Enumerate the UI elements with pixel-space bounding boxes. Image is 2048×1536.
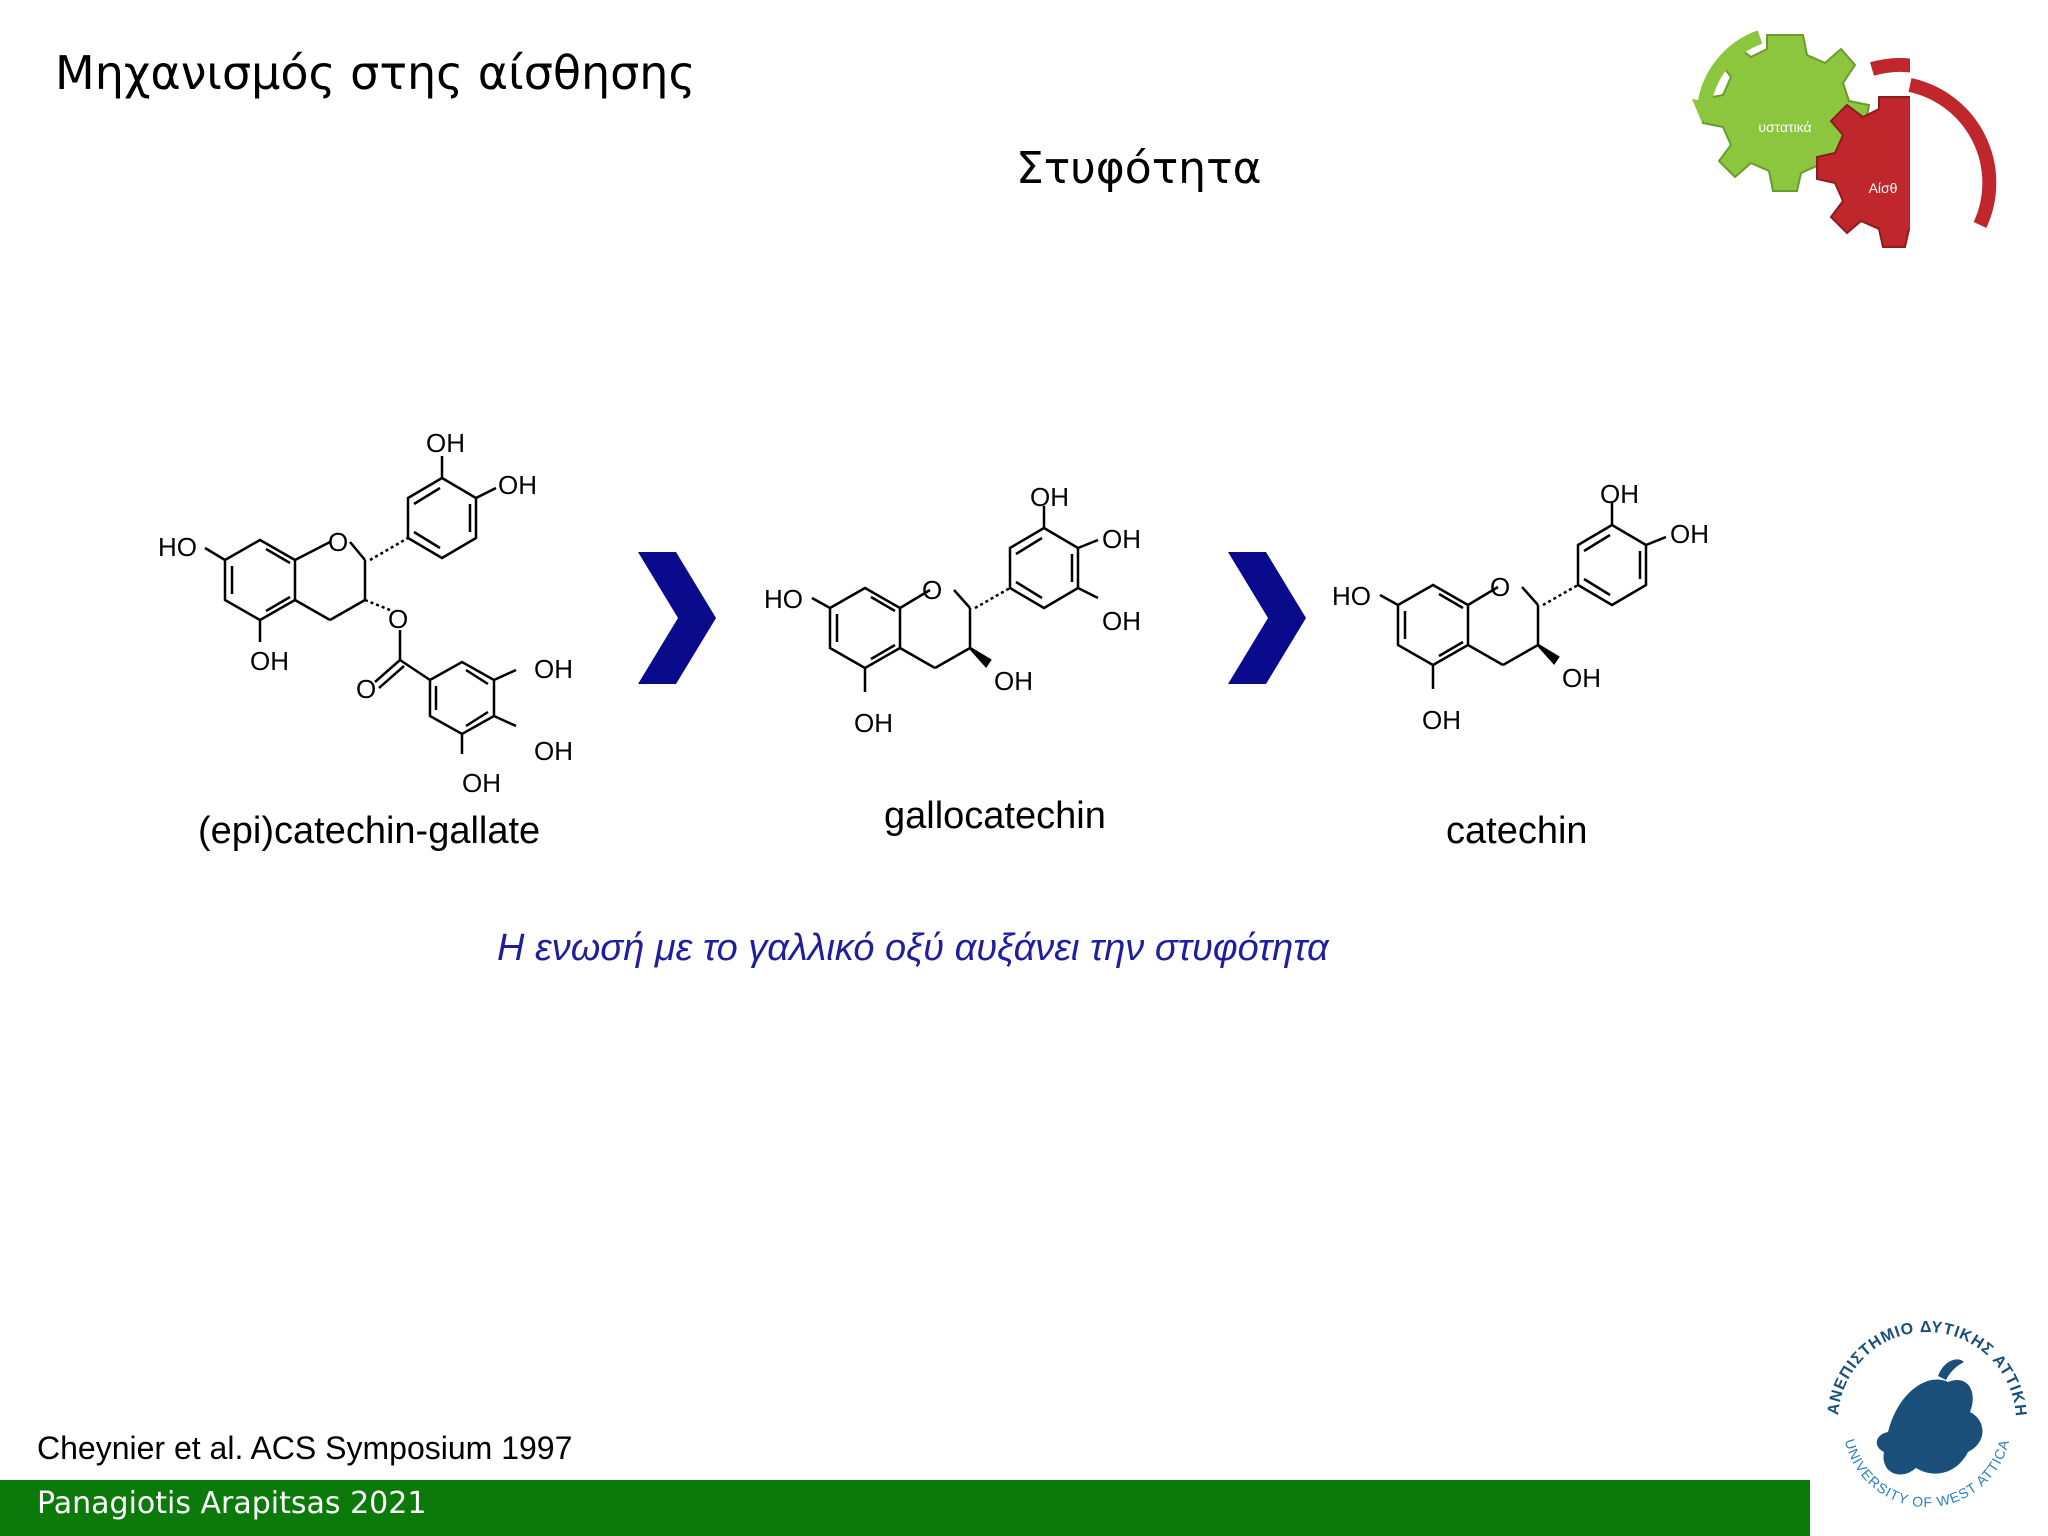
oh-label: OH xyxy=(250,646,289,676)
o-label: O xyxy=(388,604,408,634)
oh-label: OH xyxy=(1600,479,1639,509)
bull-emblem-icon xyxy=(1876,1359,1983,1475)
chevron-right-icon xyxy=(638,552,716,684)
o-label: O xyxy=(356,674,376,704)
oh-label: OH xyxy=(462,768,501,798)
oh-label: OH xyxy=(854,708,893,738)
molecule-epicatechin-gallate: HO O OH OH OH O O OH OH OH xyxy=(158,428,573,798)
molecule-name: gallocatechin xyxy=(884,795,1106,837)
o-label: O xyxy=(328,527,348,557)
oh-label: OH xyxy=(426,428,465,458)
ho-label: HO xyxy=(1332,581,1371,611)
footer-author: Panagiotis Arapitsas 2021 xyxy=(37,1486,427,1521)
slide-subtitle: Στυφότητα xyxy=(1016,143,1262,194)
footer-bar xyxy=(0,1480,1810,1536)
molecule-name: catechin xyxy=(1446,810,1588,852)
oh-label: OH xyxy=(498,470,537,500)
oh-label: OH xyxy=(534,736,573,766)
slide-title: Μηχανισμός στης αίσθησης xyxy=(55,46,696,100)
chevron-right-icon xyxy=(1228,552,1306,684)
o-label: O xyxy=(1490,572,1510,602)
molecule-name: (epi)catechin-gallate xyxy=(198,810,541,852)
oh-label: OH xyxy=(1102,606,1141,636)
university-logo: ΠΑΝΕΠΙΣΤΗΜΙΟ ΔΥΤΙΚΗΣ ΑΤΤΙΚΗΣ UNIVERSITY … xyxy=(1818,1312,2028,1510)
green-gear-label: υστατικά xyxy=(1758,119,1811,135)
oh-label: OH xyxy=(1670,519,1709,549)
red-gear-label: Αίσθ xyxy=(1869,180,1898,196)
gears-graphic: υστατικά Αίσθ xyxy=(1692,25,2030,250)
ho-label: HO xyxy=(764,584,803,614)
molecule-gallocatechin: HO O OH OH OH OH OH xyxy=(764,482,1141,738)
statement-text: Η ενωσή με το γαλλικό οξύ αυξάνει την στ… xyxy=(497,927,1329,969)
oh-label: OH xyxy=(534,654,573,684)
citation-text: Cheynier et al. ACS Symposium 1997 xyxy=(37,1430,573,1466)
o-label: O xyxy=(922,575,942,605)
oh-label: OH xyxy=(1102,524,1141,554)
ho-label: HO xyxy=(158,532,197,562)
oh-label: OH xyxy=(1422,705,1461,735)
oh-label: OH xyxy=(994,666,1033,696)
green-cycle-arrow-icon xyxy=(1697,30,1763,109)
molecule-catechin: HO O OH OH OH OH xyxy=(1332,479,1709,735)
oh-label: OH xyxy=(1030,482,1069,512)
green-gear-icon: υστατικά xyxy=(1702,34,1871,192)
oh-label: OH xyxy=(1562,663,1601,693)
